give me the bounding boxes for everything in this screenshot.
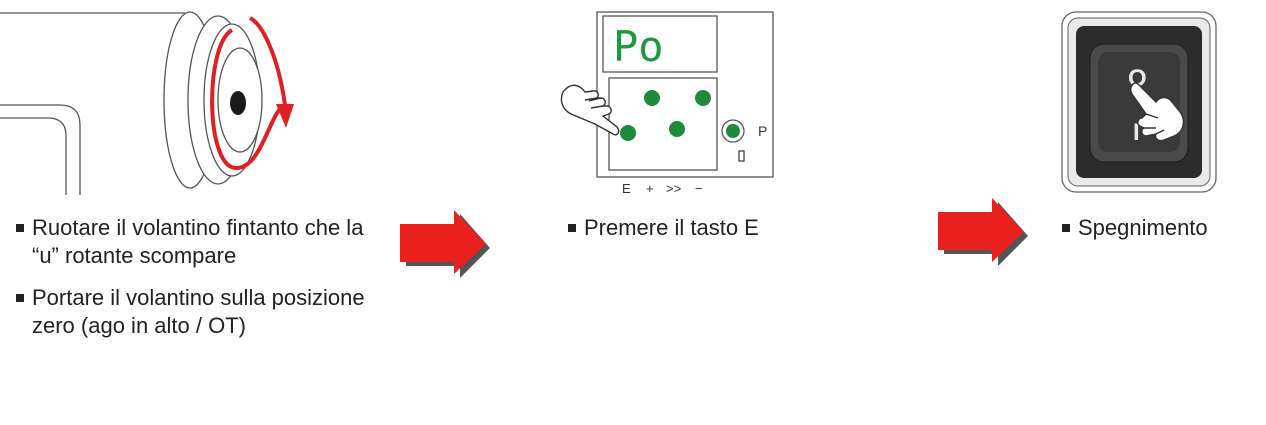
- step3-bullet-shutdown: Spegnimento: [1060, 214, 1260, 242]
- panel-button-plus: [644, 90, 660, 106]
- key-label-minus: −: [695, 181, 703, 196]
- step3-instructions: Spegnimento: [1060, 214, 1260, 256]
- step1-bullet-rotate: Ruotare il volantino fintanto che la “u”…: [14, 214, 374, 270]
- control-panel-illustration: Po P E + >> −: [560, 11, 774, 196]
- step2-bullet-press-e: Premere il tasto E: [566, 214, 846, 242]
- pointing-hand-icon: [1129, 82, 1185, 142]
- power-switch-illustration: O I: [1061, 11, 1217, 193]
- panel-button-right: [695, 90, 711, 106]
- step1-instructions: Ruotare il volantino fintanto che la “u”…: [14, 214, 374, 354]
- handwheel-hub: [230, 91, 246, 115]
- next-step-arrow-icon: [400, 210, 490, 278]
- pointing-hand-icon: [560, 84, 620, 136]
- key-label-plus: +: [646, 181, 654, 196]
- key-label-e: E: [622, 181, 631, 196]
- key-label-forward: >>: [666, 181, 681, 196]
- panel-p-label: P: [758, 123, 767, 139]
- switch-on-symbol: I: [1133, 119, 1140, 146]
- panel-button-p: [726, 124, 740, 138]
- display-readout: Po: [613, 22, 664, 71]
- panel-button-e: [620, 125, 636, 141]
- next-step-arrow-icon: [938, 198, 1028, 266]
- step1-bullet-position: Portare il volantino sulla posizione zer…: [14, 284, 374, 340]
- step2-instructions: Premere il tasto E: [566, 214, 846, 256]
- rotation-arrow-icon: [210, 28, 287, 171]
- panel-button-minus: [669, 121, 685, 137]
- handwheel-illustration: [0, 11, 294, 195]
